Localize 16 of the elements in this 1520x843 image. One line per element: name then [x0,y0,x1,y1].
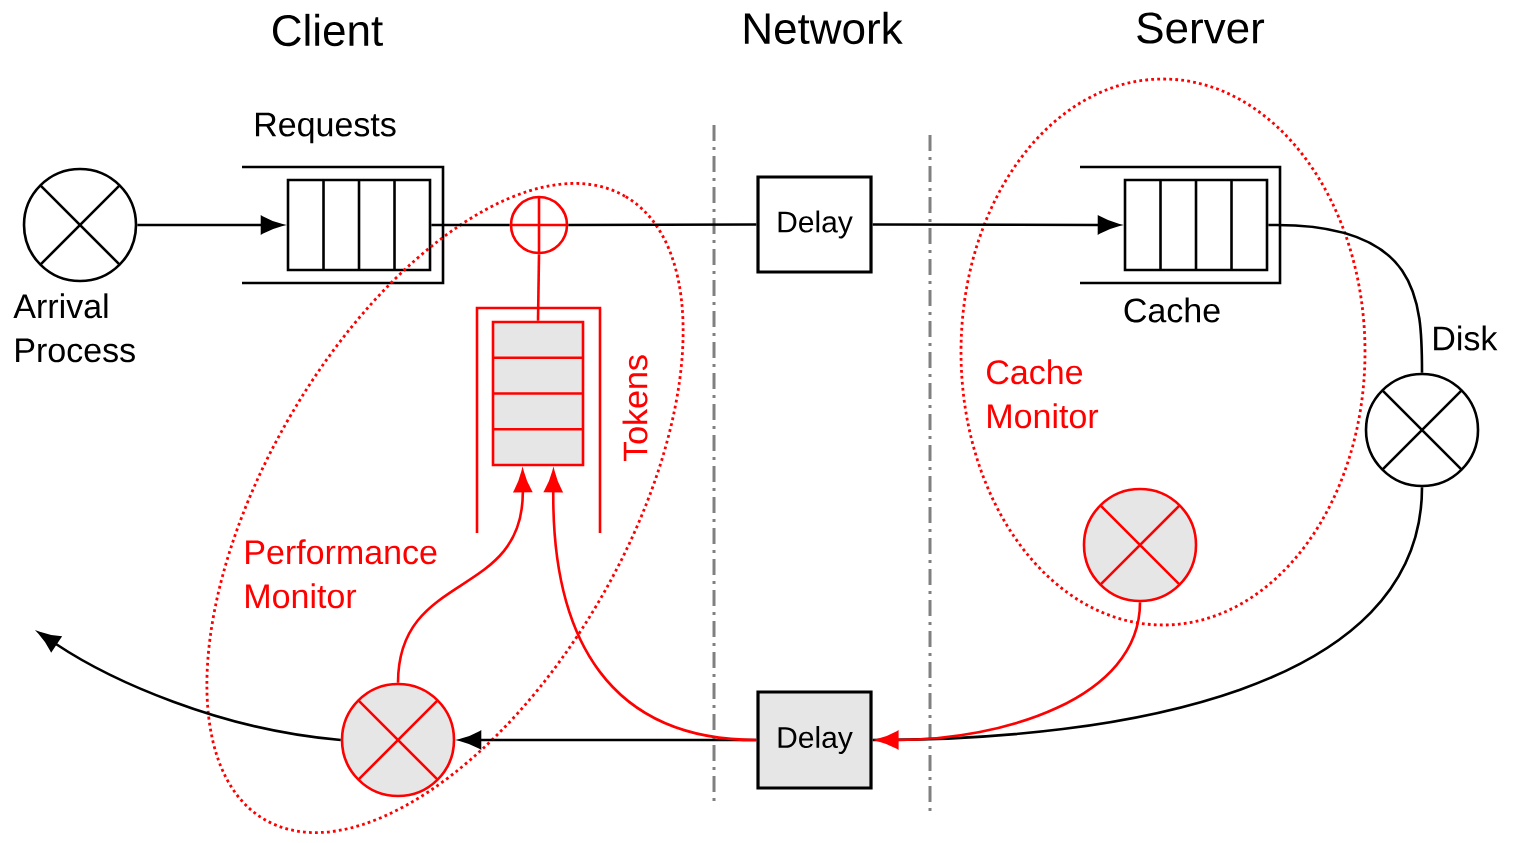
delay-box: Delay [756,690,873,790]
server-circle [1082,487,1198,603]
monitor-label: Performance Monitor [246,539,437,609]
server-circle [340,682,456,798]
column-heading: Client [273,13,383,47]
queue-label: Cache [1124,297,1220,323]
circle-label: Arrival Process [13,293,135,363]
arrow [876,602,1142,749]
queue-label: Requests [256,112,396,144]
monitor-label: Cache Monitor [987,359,1099,429]
queue-label: Tokens [622,355,648,462]
summing-junction [509,195,569,255]
delay-box: Delay [756,175,873,274]
column-heading: Server [1137,12,1265,44]
column-heading: Network [744,11,903,45]
circle-label: Disk [1434,325,1498,351]
